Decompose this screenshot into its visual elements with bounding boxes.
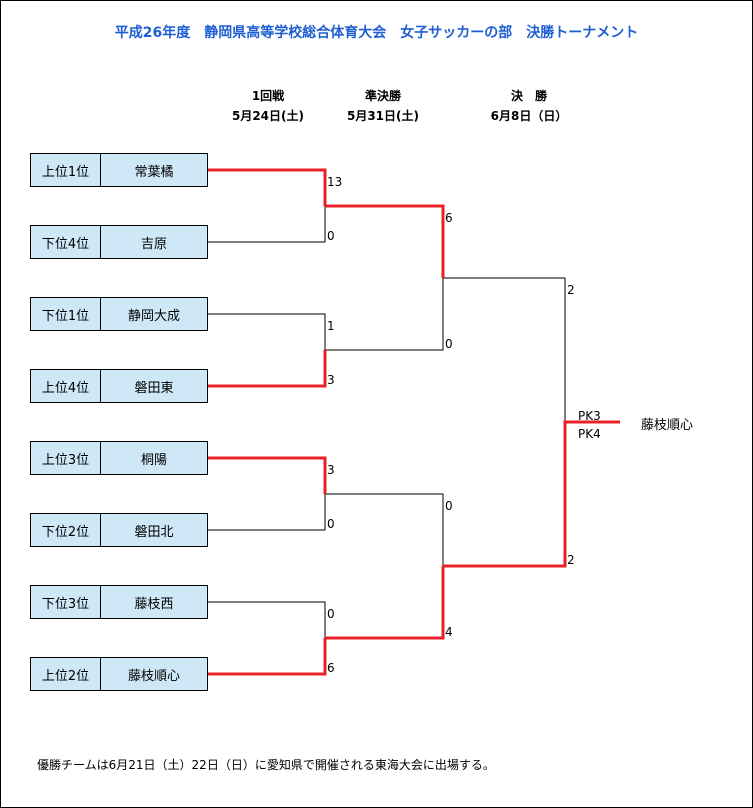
score-sf-1: 6 xyxy=(445,211,453,225)
team-name: 磐田北 xyxy=(134,524,174,540)
round-name: 準決勝 xyxy=(364,89,401,103)
champion-name: 藤枝順心 xyxy=(641,418,694,433)
round-header-r1: 1回戦 5月24日(土) xyxy=(213,86,323,126)
team-name: 常葉橘 xyxy=(134,164,174,180)
winner-line xyxy=(208,456,327,494)
team-name: 静岡大成 xyxy=(127,308,180,324)
winner-line xyxy=(443,420,620,568)
bracket-line xyxy=(208,206,326,243)
team-name: 吉原 xyxy=(140,236,167,252)
score-r1-7: 0 xyxy=(327,607,335,621)
team-name: 藤枝順心 xyxy=(127,668,180,684)
round-header-sf: 準決勝 5月31日(土) xyxy=(328,86,438,126)
score-final-2: 2 xyxy=(567,553,575,567)
winner-line xyxy=(325,204,445,278)
team-entry-2: 下位4位 吉原 xyxy=(30,225,208,259)
team-entry-5: 上位3位 桐陽 xyxy=(30,441,208,475)
footer-note: 優勝チームは6月21日（土）22日（日）に愛知県で開催される東海大会に出場する。 xyxy=(37,758,495,772)
bracket-line xyxy=(325,493,444,566)
score-sf-4: 4 xyxy=(445,625,453,639)
winner-line xyxy=(208,350,327,388)
bracket-line xyxy=(208,313,326,350)
team-seed: 上位4位 xyxy=(31,370,101,402)
winner-line xyxy=(208,168,327,206)
round-header-final: 決 勝 6月8日（日） xyxy=(474,86,584,126)
score-r1-4: 3 xyxy=(327,373,335,387)
team-seed: 上位3位 xyxy=(31,442,101,474)
team-seed: 下位2位 xyxy=(31,514,101,546)
winner-line xyxy=(208,638,327,676)
team-entry-7: 下位3位 藤枝西 xyxy=(30,585,208,619)
team-entry-4: 上位4位 磐田東 xyxy=(30,369,208,403)
score-r1-6: 0 xyxy=(327,517,335,531)
team-entry-8: 上位2位 藤枝順心 xyxy=(30,657,208,691)
round-date: 6月8日（日） xyxy=(490,109,568,123)
round-name: 決 勝 xyxy=(510,89,547,103)
bracket-line xyxy=(208,494,326,531)
team-seed: 下位3位 xyxy=(31,586,101,618)
pk-score-1: PK3 xyxy=(578,409,601,423)
team-entry-3: 下位1位 静岡大成 xyxy=(30,297,208,331)
pk-score-2: PK4 xyxy=(578,427,601,441)
score-final-1: 2 xyxy=(567,283,575,297)
round-date: 5月24日(土) xyxy=(231,109,305,123)
team-name: 桐陽 xyxy=(140,452,167,468)
team-name: 藤枝西 xyxy=(134,596,174,612)
team-entry-6: 下位2位 磐田北 xyxy=(30,513,208,547)
bracket-line xyxy=(208,601,326,638)
team-seed: 上位2位 xyxy=(31,658,101,690)
bracket-line xyxy=(325,278,444,351)
page-title: 平成26年度 静岡県高等学校総合体育大会 女子サッカーの部 決勝トーナメント xyxy=(114,25,639,41)
team-seed: 上位1位 xyxy=(31,154,101,186)
winner-line xyxy=(325,566,445,640)
score-sf-2: 0 xyxy=(445,337,453,351)
bracket-line xyxy=(443,277,566,422)
team-entry-1: 上位1位 常葉橘 xyxy=(30,153,208,187)
score-r1-3: 1 xyxy=(327,319,335,333)
team-name: 磐田東 xyxy=(134,380,174,396)
team-seed: 下位1位 xyxy=(31,298,101,330)
team-seed: 下位4位 xyxy=(31,226,101,258)
round-date: 5月31日(土) xyxy=(346,109,420,123)
score-sf-3: 0 xyxy=(445,499,453,513)
round-name: 1回戦 xyxy=(251,89,285,103)
score-r1-1: 13 xyxy=(327,175,343,189)
score-r1-2: 0 xyxy=(327,229,335,243)
score-r1-8: 6 xyxy=(327,661,335,675)
score-r1-5: 3 xyxy=(327,463,335,477)
